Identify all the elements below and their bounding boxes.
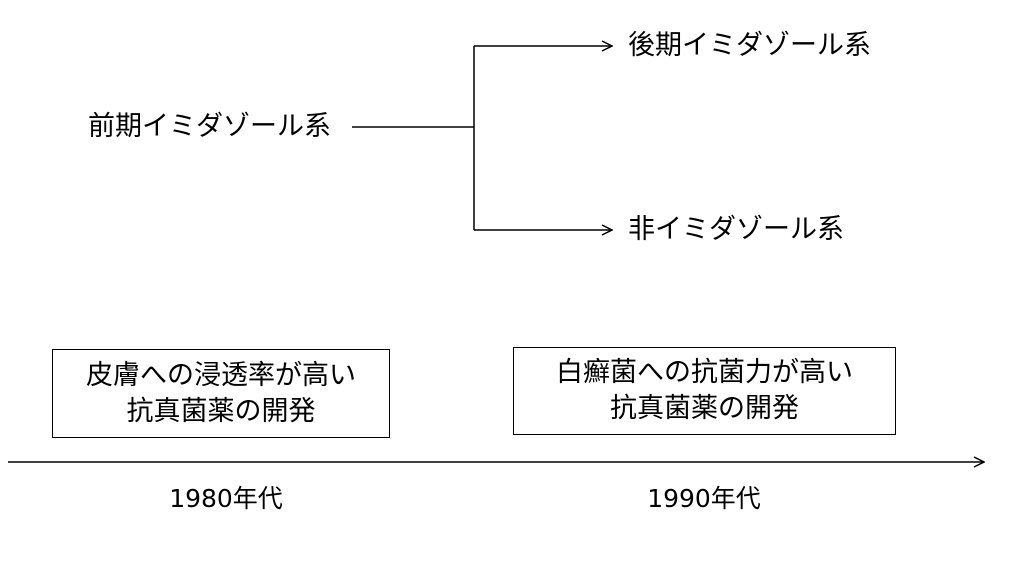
era-1990s-box-line-1: 白癬菌への抗菌力が高い <box>556 357 853 388</box>
era-1990s-box-line-2: 抗真菌薬の開発 <box>610 393 799 424</box>
era-1980s-box-line-2: 抗真菌薬の開発 <box>126 395 316 427</box>
era-label-1990s: 1990年代 <box>647 484 761 513</box>
era-1980s-box-line-1: 皮膚への浸透率が高い <box>86 359 356 391</box>
branch-node-late-imidazole: 後期イミダゾール系 <box>628 30 871 61</box>
root-node-early-imidazole: 前期イミダゾール系 <box>88 111 331 142</box>
era-1980s-box: 皮膚への浸透率が高い 抗真菌薬の開発 <box>52 349 390 438</box>
branch-node-non-imidazole: 非イミダゾール系 <box>628 214 844 245</box>
era-label-1980s: 1980年代 <box>169 484 283 513</box>
era-1990s-box: 白癬菌への抗菌力が高い 抗真菌薬の開発 <box>513 347 896 435</box>
